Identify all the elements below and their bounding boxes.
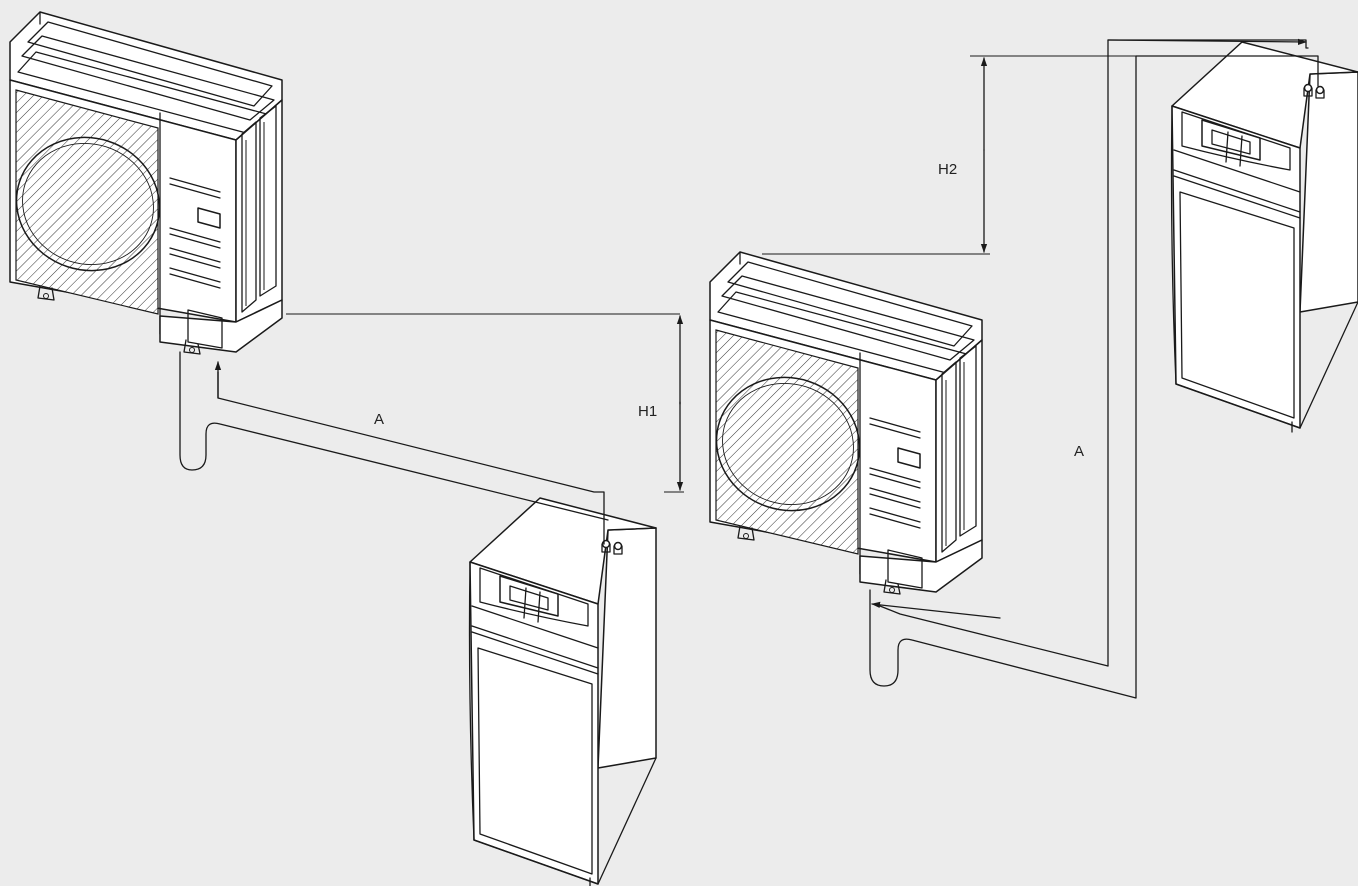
pipe-run-left	[179, 351, 609, 545]
pipe-run-right	[869, 38, 1319, 699]
h1-label: H1	[638, 403, 657, 420]
dimension-h1	[286, 313, 684, 493]
h2-label: H2	[938, 161, 957, 178]
a-right-label: A	[1074, 443, 1084, 460]
a-left-label: A	[374, 411, 384, 428]
dimension-h2	[762, 55, 1136, 255]
